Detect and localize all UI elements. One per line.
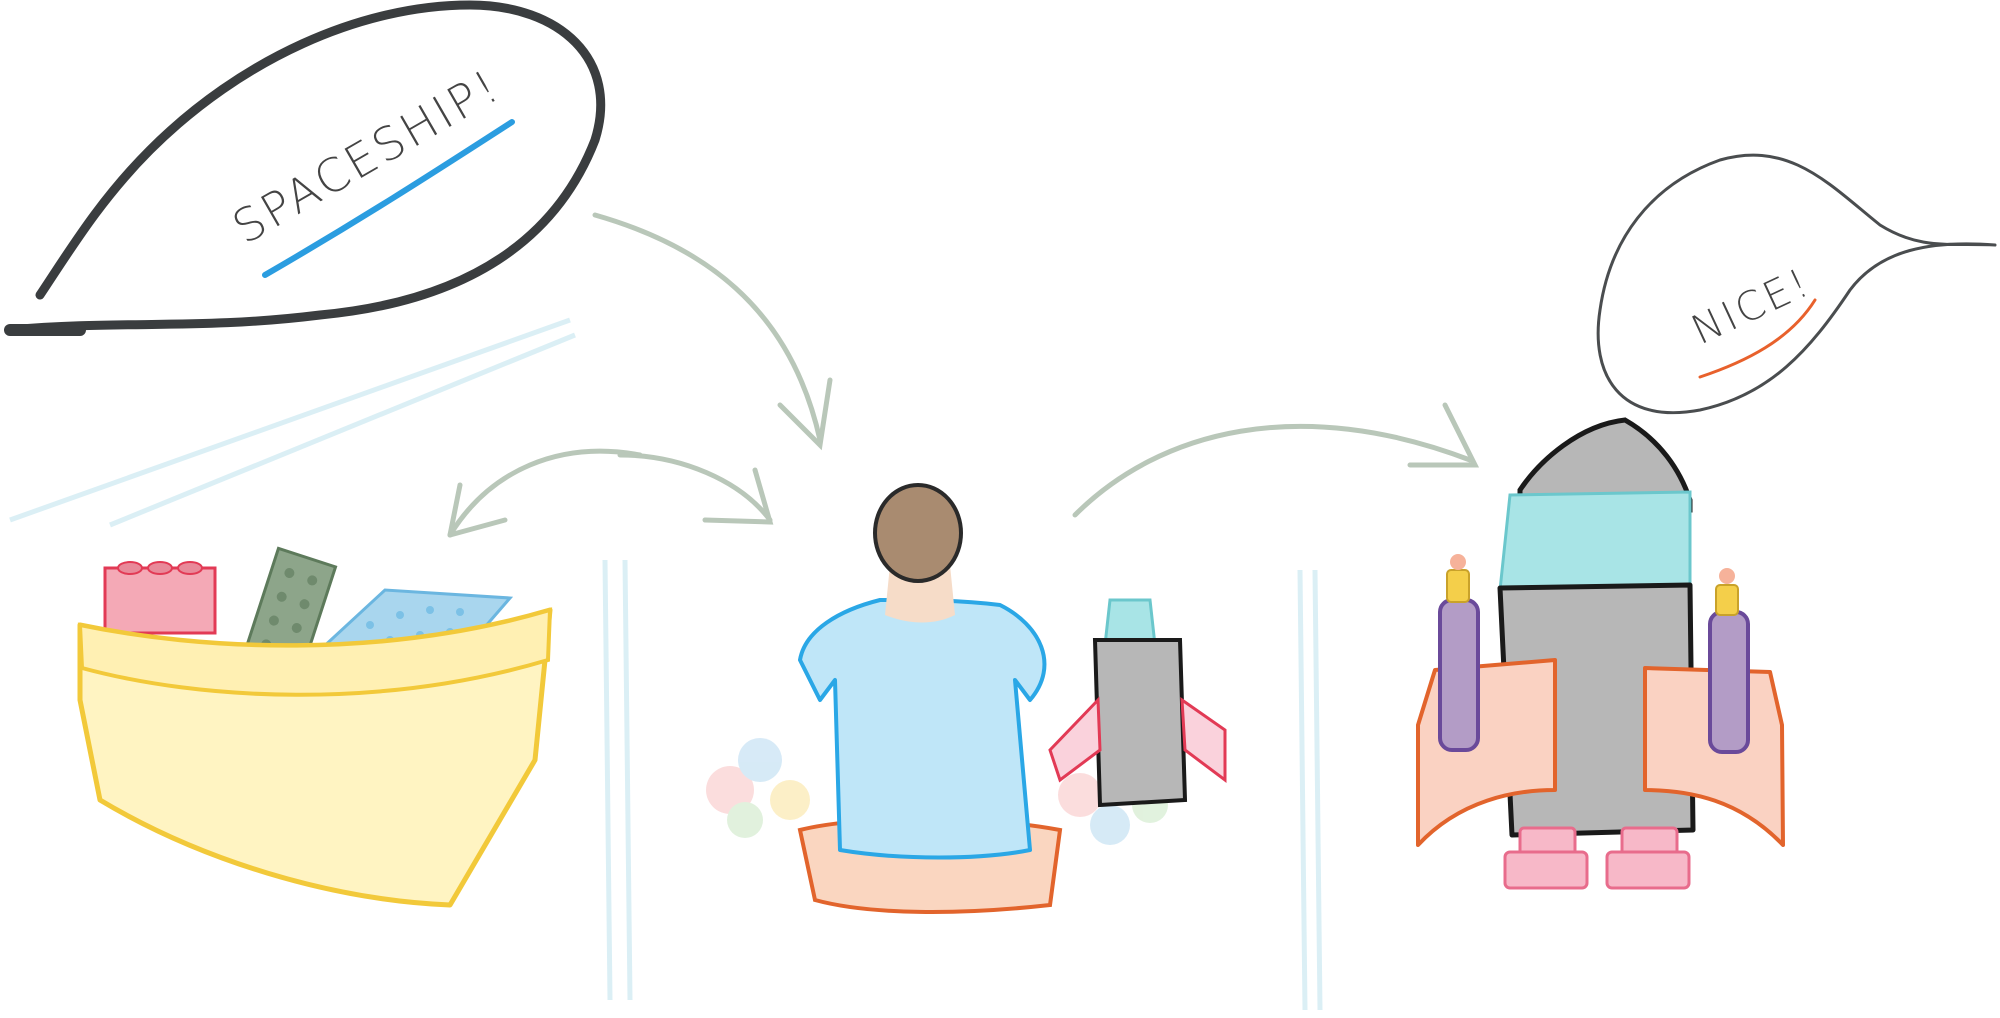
rocket-right-flame: [1715, 584, 1739, 616]
rocket-left-booster: [1438, 598, 1480, 752]
background-streaks: [9, 317, 1323, 1011]
arrow-to-box: [447, 448, 643, 538]
rocket-window: [1498, 490, 1692, 592]
speech-bubble-left-underline: [262, 119, 515, 278]
small-rocket-left-fin: [1048, 696, 1102, 783]
arrow-child-to-rocket: [1072, 402, 1480, 518]
arrows: [447, 212, 1480, 538]
speech-bubble-left-text: SPACESHIP!: [224, 58, 510, 254]
speech-bubble-right-underline: [1698, 298, 1817, 379]
child: [706, 483, 1227, 914]
speech-bubble-right: NICE!: [1596, 153, 1997, 415]
speech-bubble-right-outline: [1596, 153, 1997, 415]
arrow-bubble-to-child: [592, 212, 833, 451]
speech-bubble-right-text: NICE!: [1685, 259, 1819, 354]
small-rocket: [1048, 598, 1227, 808]
toy-box-rim: [77, 607, 553, 697]
rocket-feet: [1503, 826, 1691, 890]
child-shirt: [798, 598, 1047, 860]
child-head: [873, 483, 963, 583]
rocket-right-booster: [1708, 610, 1750, 754]
toy-box: [77, 546, 553, 908]
small-rocket-right-fin: [1180, 696, 1227, 783]
arrow-box-to-child: [617, 452, 774, 525]
speech-bubble-left: SPACESHIP!: [4, 0, 605, 336]
speech-bubble-left-outline: [5, 0, 605, 335]
big-rocket: [1416, 417, 1785, 890]
rocket-left-flame: [1446, 569, 1470, 603]
red-brick: [103, 561, 217, 635]
floor-scribbles: [706, 738, 1168, 845]
